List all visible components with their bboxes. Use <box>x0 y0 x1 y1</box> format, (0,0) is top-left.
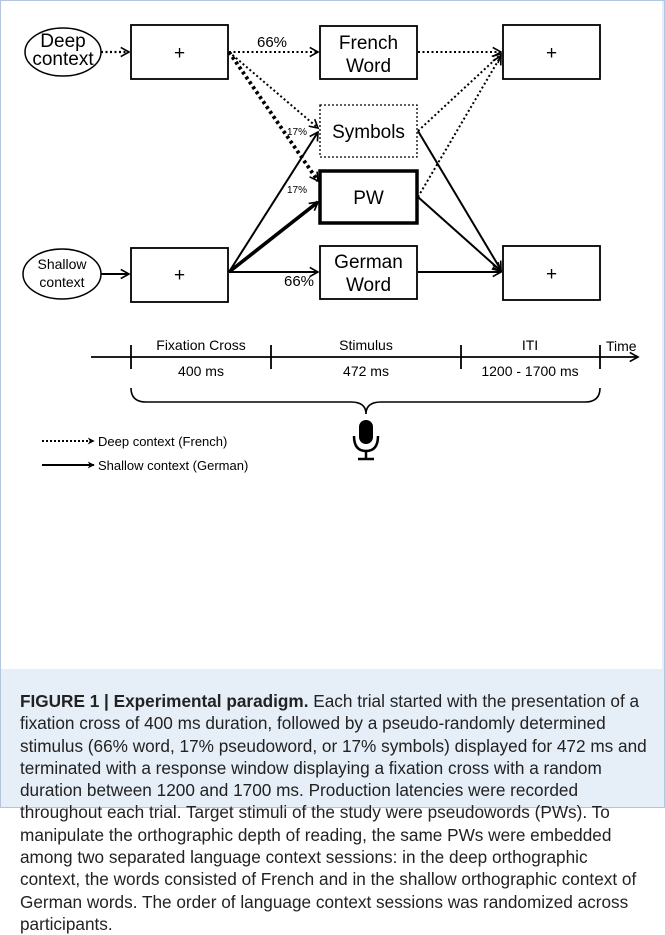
trial-brace <box>130 387 601 415</box>
diagram-background <box>1 1 662 669</box>
svg-text:Symbols: Symbols <box>332 122 405 143</box>
deep-context-label-1: Deep <box>40 31 85 52</box>
svg-text:+: + <box>174 43 185 64</box>
symbols-percent: 17% <box>287 127 307 138</box>
timeline-segment-duration: 1200 - 1700 ms <box>481 363 578 379</box>
svg-text:PW: PW <box>353 188 384 209</box>
legend-shallow-label: Shallow context (German) <box>98 458 248 473</box>
timeline-segment-duration: 400 ms <box>178 363 224 379</box>
paradigm-diagram: Deep context Shallow context + + + + Fre… <box>1 1 662 669</box>
timeline-segment-label: Stimulus <box>339 337 393 353</box>
fixation-box-shallow: + <box>130 247 229 303</box>
fixation-box-end-shallow: + <box>502 245 601 301</box>
timeline: Fixation Cross 400 ms Stimulus 472 ms IT… <box>91 337 640 379</box>
svg-text:+: + <box>546 264 557 285</box>
timeline-segment-label: ITI <box>522 337 538 353</box>
shallow-context-label-2: context <box>39 274 84 290</box>
french-word-box: French Word <box>319 25 418 80</box>
shallow-context-label-1: Shallow <box>37 256 87 272</box>
timeline-segment-duration: 472 ms <box>343 363 389 379</box>
caption-title: Experimental paradigm. <box>113 691 309 711</box>
microphone-icon <box>352 420 380 461</box>
deep-context-label-2: context <box>32 49 94 70</box>
german-word-box: German Word <box>319 245 418 300</box>
svg-text:Word: Word <box>346 275 391 296</box>
shallow-paths <box>227 130 503 278</box>
caption-label: FIGURE 1 | <box>20 691 109 711</box>
german-percent: 66% <box>284 273 314 290</box>
svg-text:+: + <box>174 265 185 286</box>
pw-box: PW <box>318 169 419 225</box>
svg-text:+: + <box>546 43 557 64</box>
fixation-box-deep: + <box>130 24 229 80</box>
svg-text:French: French <box>339 33 398 54</box>
svg-text:German: German <box>334 252 403 273</box>
time-axis-label: Time <box>606 338 637 354</box>
fixation-box-end-deep: + <box>502 24 601 80</box>
deep-context-ellipse: Deep context <box>24 27 102 77</box>
deep-paths <box>227 46 503 198</box>
symbols-box: Symbols <box>319 104 418 158</box>
timeline-segment-label: Fixation Cross <box>156 337 245 353</box>
pw-percent: 17% <box>287 185 307 196</box>
figure-caption: FIGURE 1 | Experimental paradigm. Each t… <box>20 690 650 935</box>
legend-deep-label: Deep context (French) <box>98 434 227 449</box>
shallow-context-ellipse: Shallow context <box>22 248 102 300</box>
legend: Deep context (French) Shallow context (G… <box>42 434 248 473</box>
svg-text:Word: Word <box>346 56 391 77</box>
french-percent: 66% <box>257 34 287 51</box>
caption-text: Each trial started with the presentation… <box>20 691 647 934</box>
